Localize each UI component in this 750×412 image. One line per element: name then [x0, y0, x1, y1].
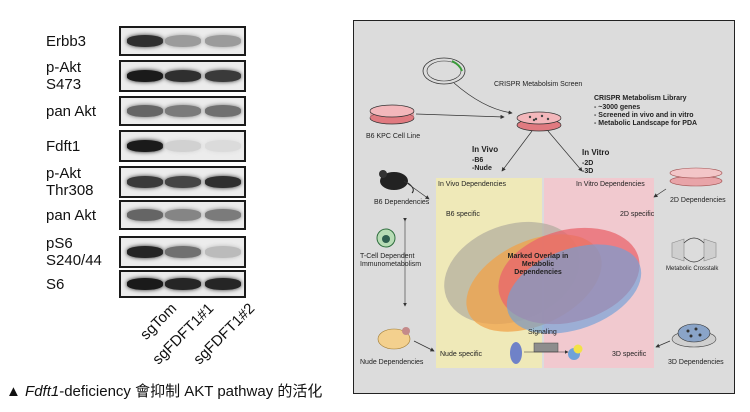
blot-band: [127, 209, 163, 221]
blot-band: [165, 209, 201, 221]
blot-strip: [119, 96, 246, 126]
blot-band: [127, 278, 163, 290]
in-vitro-2d: -2D: [582, 160, 594, 167]
2d-specific-label: 2D specific: [620, 211, 655, 218]
blot-band: [127, 105, 163, 117]
nude-mouse-icon: [377, 328, 411, 350]
blot-strip: [119, 200, 246, 230]
plasmid-icon: [422, 57, 466, 85]
blot-band: [127, 140, 163, 152]
library-title: CRISPR Metabolism Library: [594, 95, 687, 102]
blot-band: [205, 176, 241, 188]
schematic-graphics: [369, 57, 723, 368]
3d-ellipse: [506, 244, 642, 334]
in-vivo-dependencies-label: In Vivo Dependencies: [438, 181, 506, 188]
figure-caption: ▲ Fdft1-deficiency 會抑制 AKT pathway 的活化: [6, 380, 322, 401]
blot-row-label: p-Akt S473: [46, 59, 82, 93]
blot-strip: [119, 60, 246, 92]
blot-band: [205, 209, 241, 221]
b6-specific-label: B6 specific: [446, 211, 480, 218]
in-vitro-title: In Vitro: [582, 148, 610, 157]
screen-title: CRISPR Metabolsim Screen: [494, 81, 583, 88]
blot-row-label: pan Akt: [46, 102, 97, 120]
caption-marker: ▲: [6, 383, 21, 400]
b6-dependencies-label: B6 Dependencies: [374, 199, 430, 206]
in-vivo-b6: -B6: [472, 157, 484, 164]
in-vitro-dependencies-label: In Vitro Dependencies: [576, 181, 645, 188]
blot-strip: [119, 130, 246, 162]
blot-strip: [119, 26, 246, 56]
blot-band: [205, 35, 241, 47]
caption-gene: Fdft1: [25, 383, 60, 400]
blot-strip: [119, 270, 246, 298]
blot-band: [205, 140, 241, 152]
2d-dependencies-label: 2D Dependencies: [670, 197, 726, 204]
3d-dependencies-label: 3D Dependencies: [668, 359, 724, 366]
blot-band: [165, 278, 201, 290]
blot-band: [165, 35, 201, 47]
blot-band: [205, 278, 241, 290]
blot-band: [165, 176, 201, 188]
signaling-receptor: [533, 342, 559, 353]
blot-band: [165, 70, 201, 82]
nude-specific-label: Nude specific: [440, 351, 483, 358]
signaling-source-cell: [510, 342, 522, 364]
crosstalk-icon: [671, 238, 685, 262]
blot-row-label: Fdft1: [46, 137, 81, 155]
blot-row-label: p-Akt Thr308: [46, 165, 94, 199]
library-item: - Metabolic Landscape for PDA: [594, 120, 698, 127]
caption-text: -deficiency 會抑制 AKT pathway 的活化: [59, 383, 323, 400]
blot-row-label: Erbb3: [46, 32, 87, 50]
blot-band: [205, 70, 241, 82]
signaling-label: Signaling: [528, 329, 557, 336]
blot-band: [127, 246, 163, 258]
metabolism-screen-schematic: CRISPR Metabolsim Screen B6 KPC Cell Lin…: [353, 20, 735, 394]
in-vivo-title: In Vivo: [472, 145, 499, 154]
blot-strip: [119, 236, 246, 268]
blot-row-label: S6: [46, 275, 65, 293]
overlap-label: Marked Overlap in Metabolic Dependencies: [507, 253, 569, 276]
blot-band: [127, 70, 163, 82]
blot-band: [165, 246, 201, 258]
crosstalk-label: Metabolic Crosstalk: [666, 266, 719, 272]
blot-band: [205, 105, 241, 117]
blot-strip: [119, 166, 246, 198]
blot-band: [127, 35, 163, 47]
library-item: - Screened in vivo and in vitro: [594, 112, 694, 119]
blot-band: [165, 140, 201, 152]
blot-row-label: pan Akt: [46, 206, 97, 224]
cell-line-label: B6 KPC Cell Line: [366, 133, 421, 140]
blot-band: [205, 246, 241, 258]
blot-band: [165, 105, 201, 117]
b6-mouse-icon: [380, 172, 408, 190]
in-vitro-3d: -3D: [582, 168, 594, 175]
nude-dependencies-label: Nude Dependencies: [360, 359, 424, 366]
t-cell-label: T-Cell Dependent Immunometabolism: [360, 253, 422, 268]
3d-specific-label: 3D specific: [612, 351, 647, 358]
in-vivo-nude: -Nude: [472, 165, 492, 172]
library-item: - ~3000 genes: [594, 104, 641, 111]
blot-row-label: pS6 S240/44: [46, 235, 102, 269]
blot-band: [127, 176, 163, 188]
